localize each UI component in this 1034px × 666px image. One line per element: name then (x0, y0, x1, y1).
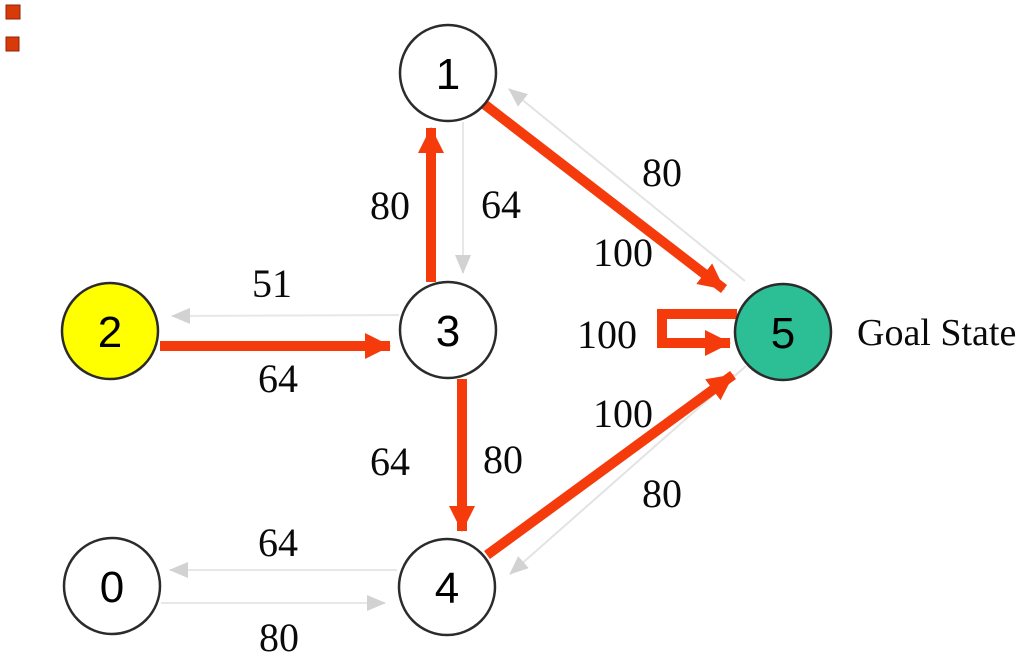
edge-5-self-loop (657, 309, 737, 356)
goal-state-annotation: Goal State (857, 312, 1016, 354)
edge-4-to-5 (484, 370, 736, 560)
node-2-label: 2 (98, 308, 122, 357)
edge-label-4-0: 64 (258, 520, 298, 565)
edge-label-3-4: 80 (483, 437, 523, 482)
corner-bullet-top (5, 4, 21, 20)
edge-label-0-4: 80 (259, 615, 299, 660)
edge-label-5-4: 80 (642, 471, 682, 516)
node-5-label: 5 (771, 309, 795, 358)
node-4 (397, 537, 497, 637)
edge-1-to-5 (480, 100, 728, 293)
corner-bullet-bottom (5, 36, 20, 52)
node-5-goal (733, 282, 833, 382)
node-0-label: 0 (100, 563, 124, 612)
node-0 (62, 536, 162, 636)
edge-label-5-self: 100 (577, 312, 637, 357)
node-4-label: 4 (435, 564, 459, 613)
node-3 (398, 280, 498, 380)
edge-3-to-2 (171, 307, 400, 324)
edge-label-4-5: 100 (593, 391, 653, 436)
edge-label-1-5: 100 (593, 230, 653, 275)
edge-label-3-2: 51 (252, 261, 292, 306)
edge-5-to-4 (509, 365, 747, 575)
node-2 (60, 281, 160, 381)
edge-label-1-3: 64 (481, 182, 521, 227)
edge-label-3-1: 80 (370, 183, 410, 228)
node-1 (398, 23, 498, 123)
edge-label-4-3: 64 (370, 439, 410, 484)
node-1-label: 1 (436, 50, 460, 99)
edge-label-5-1: 80 (642, 150, 682, 195)
edge-label-2-3: 64 (258, 356, 298, 401)
node-3-label: 3 (436, 307, 460, 356)
edge-5-to-1 (508, 88, 746, 282)
